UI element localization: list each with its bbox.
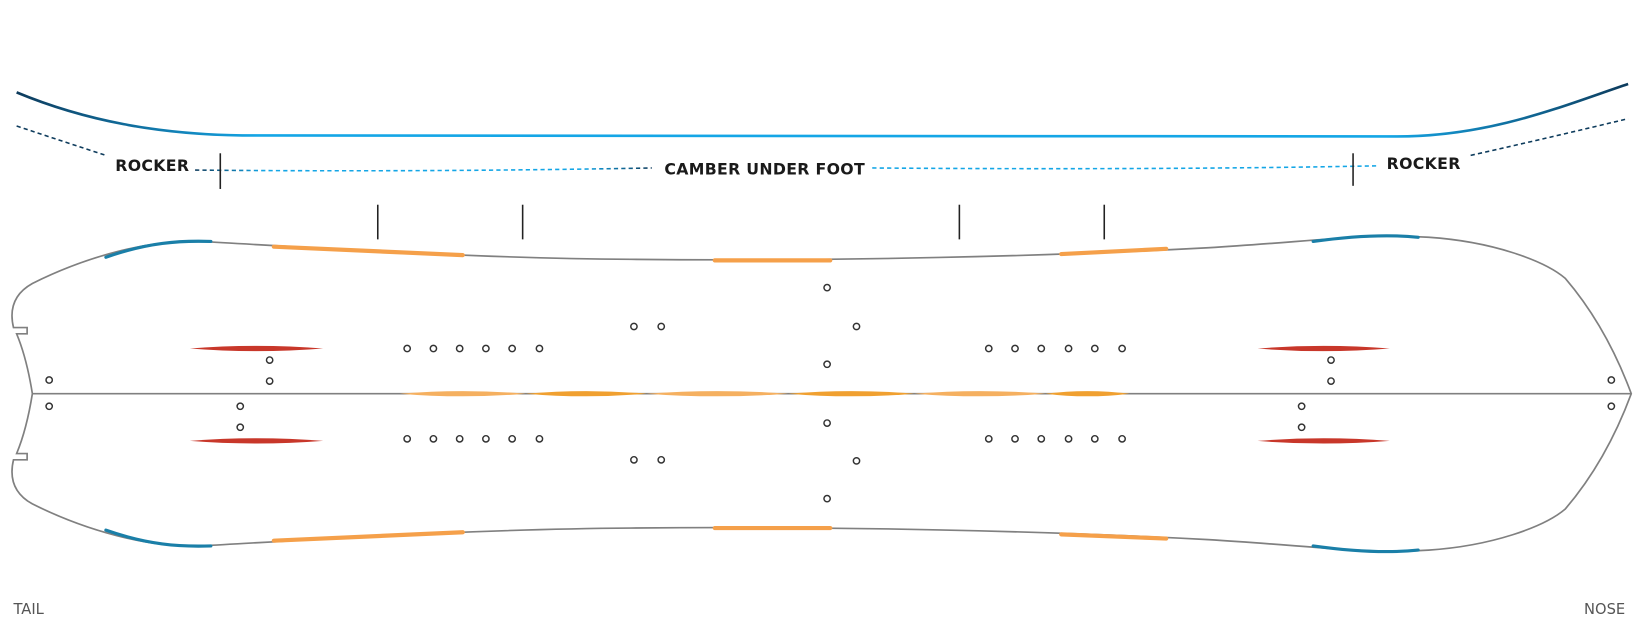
insert-hole bbox=[1064, 434, 1073, 443]
insert-hole bbox=[1327, 377, 1335, 385]
insert-hole bbox=[1064, 344, 1073, 353]
insert-hole bbox=[1011, 344, 1019, 353]
insert-hole bbox=[455, 344, 464, 353]
insert-hole bbox=[1297, 423, 1306, 432]
insert-hole bbox=[1037, 434, 1046, 443]
insert-hole bbox=[265, 356, 274, 364]
insert-hole bbox=[1118, 344, 1126, 353]
insert-hole bbox=[984, 344, 993, 353]
insert-hole bbox=[657, 322, 666, 331]
insert-hole bbox=[45, 402, 54, 411]
insert-hole bbox=[823, 419, 831, 427]
insert-hole bbox=[1607, 376, 1616, 384]
edge-highlights bbox=[104, 234, 1420, 554]
insert-hole bbox=[657, 455, 666, 464]
insert-hole bbox=[1297, 402, 1306, 411]
center-edge-highlight bbox=[788, 391, 915, 397]
insert-hole bbox=[482, 434, 490, 443]
insert-hole bbox=[508, 344, 517, 353]
red-marks bbox=[189, 345, 1390, 444]
insert-hole bbox=[984, 434, 993, 443]
insert-hole bbox=[1118, 434, 1126, 443]
insert-hole bbox=[403, 344, 412, 353]
insert-hole bbox=[45, 376, 54, 384]
camber-dashed-right bbox=[872, 165, 1377, 170]
insert-hole bbox=[236, 423, 245, 432]
insert-hole bbox=[429, 434, 438, 443]
rocker-dashed-right bbox=[1470, 117, 1629, 157]
insert-hole bbox=[429, 344, 438, 353]
insert-hole bbox=[482, 344, 490, 353]
insert-hole bbox=[1011, 434, 1019, 443]
insert-hole bbox=[852, 456, 861, 465]
nose-label: NOSE bbox=[1584, 601, 1625, 618]
red-mark bbox=[1257, 345, 1390, 352]
rocker-label-left: ROCKER bbox=[115, 156, 189, 175]
red-mark bbox=[1257, 438, 1390, 444]
center-edge-highlight bbox=[1045, 391, 1130, 397]
insert-hole bbox=[1327, 356, 1335, 364]
rocker-label-right: ROCKER bbox=[1387, 154, 1461, 173]
insert-hole bbox=[1607, 402, 1616, 411]
insert-hole bbox=[1090, 344, 1099, 353]
insert-hole bbox=[535, 434, 544, 443]
insert-hole bbox=[265, 377, 274, 385]
insert-hole bbox=[852, 322, 861, 331]
center-highlights bbox=[399, 391, 1130, 397]
center-edge-highlight bbox=[525, 391, 647, 397]
insert-hole bbox=[455, 434, 464, 443]
insert-hole bbox=[1037, 344, 1046, 353]
tail-label: TAIL bbox=[12, 601, 44, 618]
camber-label: CAMBER UNDER FOOT bbox=[664, 159, 865, 178]
center-edge-highlight bbox=[399, 391, 526, 397]
red-mark bbox=[189, 438, 324, 444]
tick-marks bbox=[219, 153, 1354, 240]
insert-hole bbox=[823, 494, 831, 503]
red-mark bbox=[189, 345, 324, 352]
insert-holes bbox=[45, 283, 1616, 503]
insert-hole bbox=[630, 322, 638, 331]
insert-hole bbox=[630, 455, 638, 464]
insert-hole bbox=[1090, 434, 1099, 443]
profile-curve bbox=[16, 82, 1629, 138]
insert-hole bbox=[403, 434, 412, 443]
center-edge-highlight bbox=[914, 391, 1046, 397]
insert-hole bbox=[823, 360, 831, 369]
insert-hole bbox=[823, 283, 831, 292]
camber-dashed-left bbox=[195, 167, 652, 172]
insert-hole bbox=[236, 402, 245, 411]
insert-hole bbox=[508, 434, 517, 443]
insert-hole bbox=[535, 344, 544, 353]
rocker-dashed-left bbox=[16, 125, 107, 157]
center-edge-highlight bbox=[646, 391, 789, 397]
